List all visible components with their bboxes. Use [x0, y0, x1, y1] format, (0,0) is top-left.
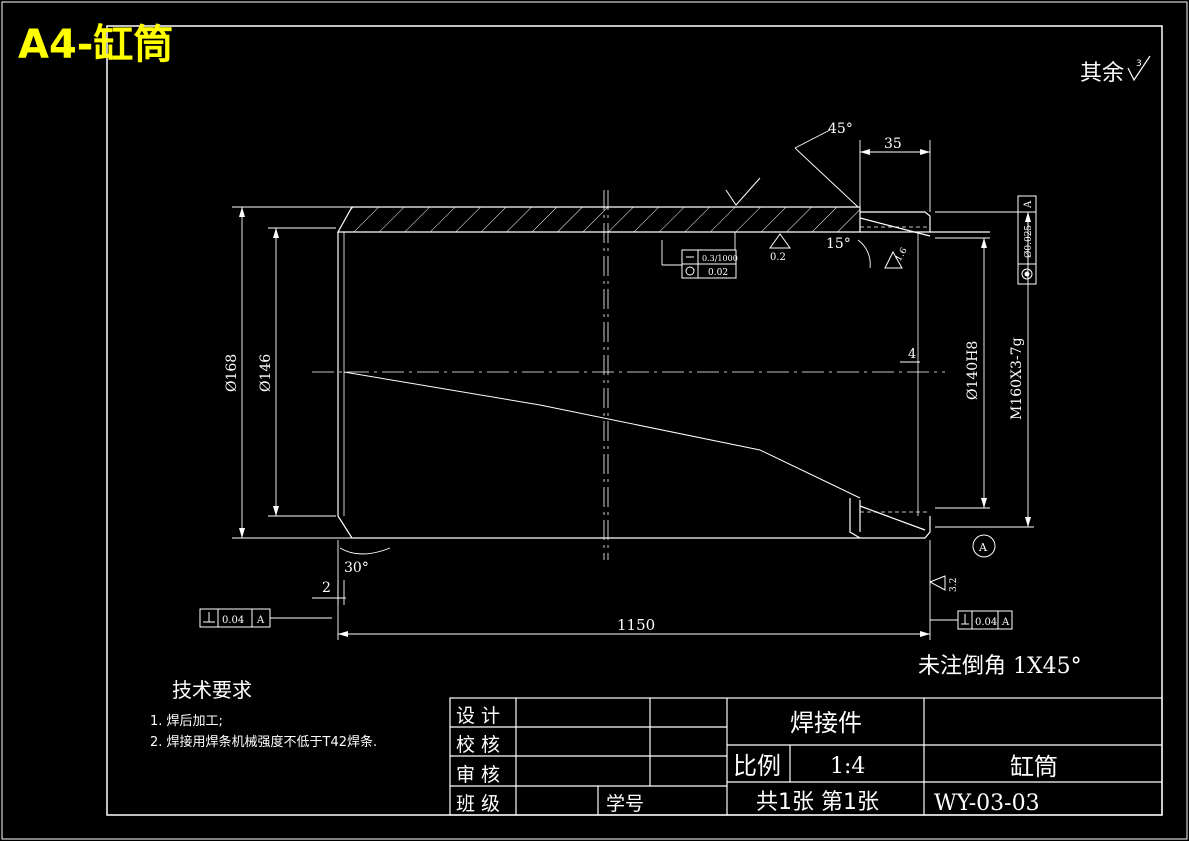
perp-datum-right: A	[1001, 617, 1010, 628]
cylindricity-icon	[685, 266, 695, 276]
roughness-symbol-icon	[725, 177, 761, 206]
angle-45-text: 45°	[828, 121, 853, 137]
dimension-texts: 45° 35 15° 30° 2 4 1150 Ø168 Ø146 Ø140H8…	[224, 121, 1025, 634]
chamfer-note: 未注倒角 1X45°	[918, 654, 1082, 679]
bore-diameter-text: Ø140H8	[965, 341, 981, 400]
arrowheads	[239, 149, 1031, 637]
coaxial-icon	[1021, 268, 1033, 280]
inner-frame	[106, 25, 1163, 816]
scale-label: 比例	[733, 752, 781, 780]
roughness-value-2: 1.6	[894, 246, 910, 264]
roughness-value-3: 3.2	[949, 578, 959, 592]
sheet-count: 共1张 第1张	[756, 790, 879, 815]
roughness-marks	[725, 177, 946, 591]
tech-req-item-2: 2. 焊接用焊条机械强度不低于T42焊条.	[150, 734, 377, 750]
tolerance-texts: 0.3/1000 0.02 Ø0.025 A A 0.04 A 0.04 A	[222, 200, 1034, 628]
tech-req-title: 技术要求	[172, 678, 252, 702]
angle-15-text: 15°	[826, 236, 851, 252]
roughness-note-text: 其余	[1080, 61, 1124, 86]
perp-value-left: 0.04	[222, 615, 244, 626]
thread-spec-text: M160X3-7g	[1009, 337, 1025, 420]
cylinder-view	[312, 190, 990, 560]
coaxial-datum: A	[1023, 200, 1034, 209]
tech-req-item-1: 1. 焊后加工;	[150, 713, 223, 729]
datum-label: A	[978, 541, 988, 554]
cylindricity-value: 0.02	[708, 268, 728, 278]
review-label: 审 核	[456, 764, 500, 786]
perp-value-right: 0.04	[975, 617, 997, 628]
class-label: 班 级	[456, 793, 500, 815]
dimension-lines	[232, 129, 1034, 640]
roughness-symbol-icon	[1127, 55, 1151, 82]
total-length-text: 1150	[617, 616, 655, 634]
perp-datum-left: A	[256, 615, 265, 626]
roughness-symbol-icon	[769, 233, 791, 249]
angle-30-text: 30°	[344, 560, 369, 576]
student-no-label: 学号	[606, 793, 644, 815]
check-label: 校 核	[456, 734, 500, 756]
thread-end-top	[860, 211, 931, 233]
dim-4-text: 4	[908, 347, 916, 362]
dim-2-text: 2	[322, 580, 331, 596]
datum-circle	[972, 534, 996, 558]
inner-diameter-text: Ø146	[258, 354, 274, 392]
roughness-note: 其余 3	[1080, 55, 1151, 86]
hatched-wall	[336, 206, 861, 233]
roughness-note-value: 3	[1136, 59, 1142, 69]
roughness-symbol-icon	[928, 575, 946, 591]
straightness-value: 0.3/1000	[702, 254, 738, 263]
scale-value: 1:4	[830, 754, 865, 779]
design-label: 设 计	[456, 705, 500, 727]
part-name: 缸筒	[1010, 753, 1058, 781]
sheet-label: A4-缸筒	[18, 22, 173, 68]
outer-diameter-text: Ø168	[224, 354, 240, 392]
drawing-number: WY-03-03	[934, 791, 1040, 816]
roughness-symbol-icon	[884, 250, 903, 269]
length-35-text: 35	[884, 136, 902, 152]
roughness-value-1: 0.2	[770, 252, 786, 263]
title-block	[449, 697, 1163, 816]
coaxial-value: Ø0.025	[1023, 225, 1034, 258]
perpendicular-icon	[203, 612, 215, 623]
title-block-texts: 设 计 校 核 审 核 班 级 学号 焊接件 比例 1:4 缸筒 共1张 第1张…	[456, 705, 1058, 816]
part-type: 焊接件	[790, 709, 862, 737]
perpendicular-icon	[961, 614, 969, 625]
technical-requirements: 技术要求 1. 焊后加工; 2. 焊接用焊条机械强度不低于T42焊条.	[150, 678, 377, 750]
tolerance-frames	[199, 195, 1037, 630]
